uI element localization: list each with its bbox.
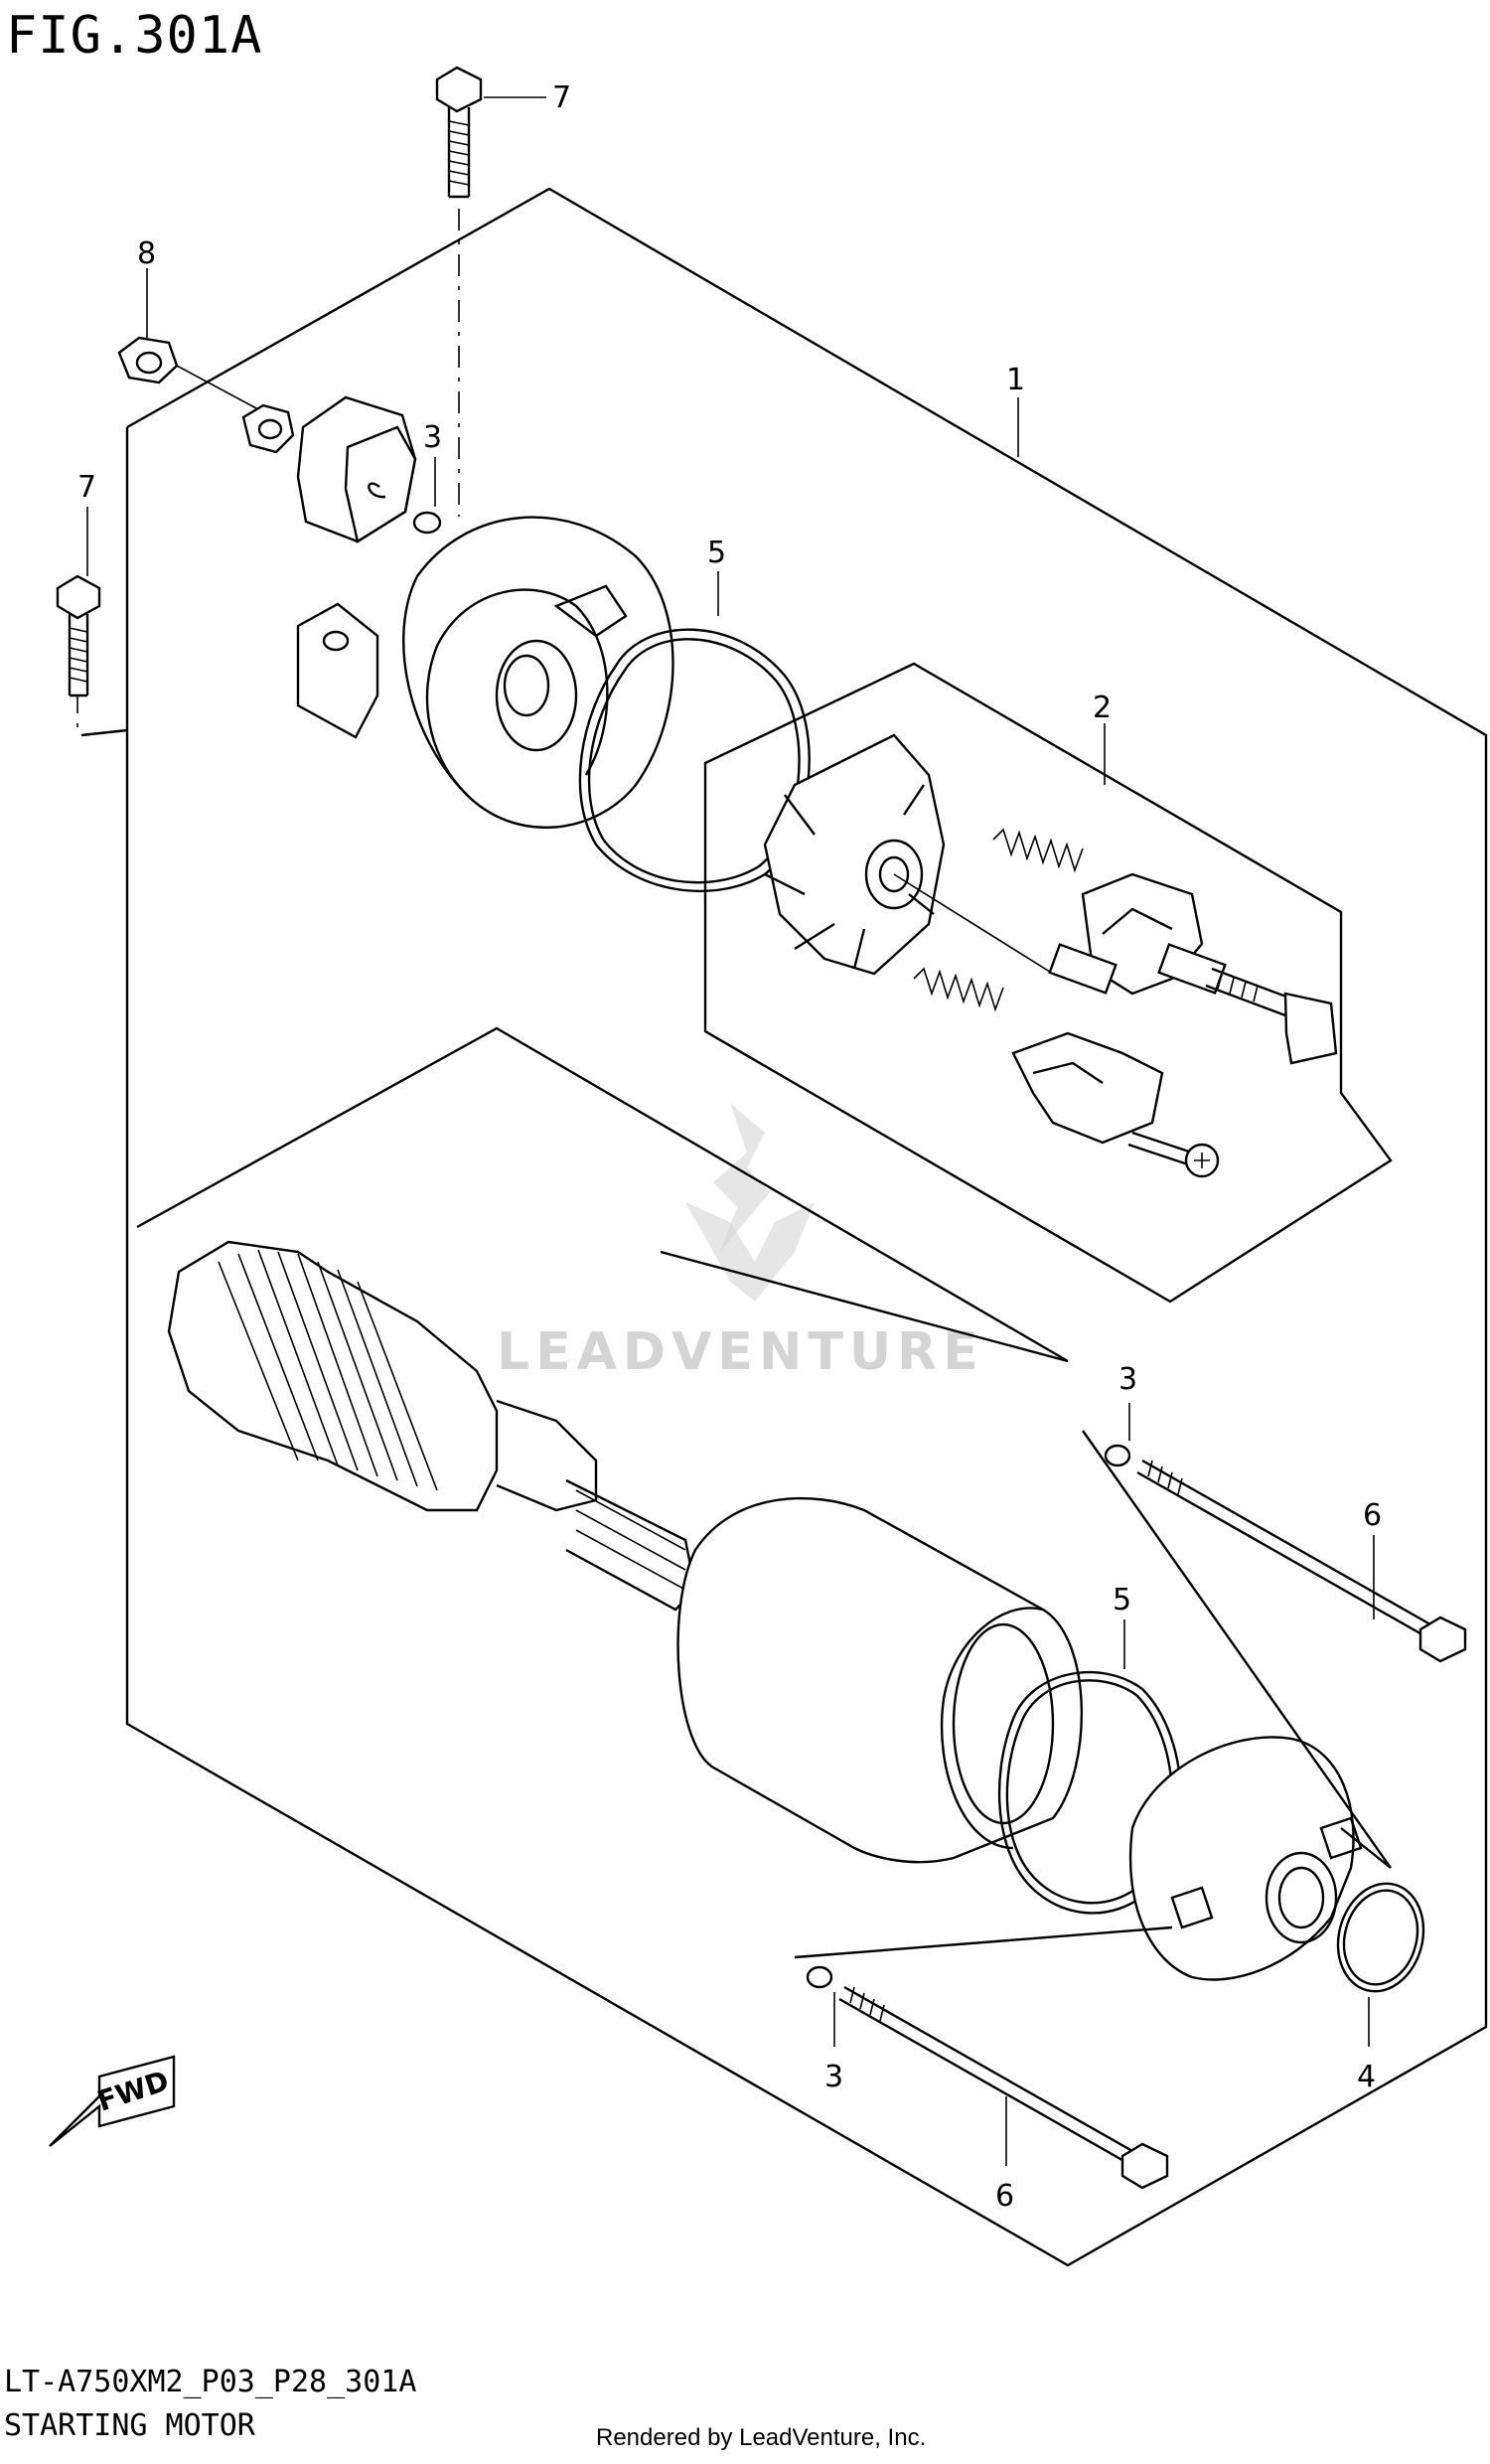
model-code: LT-A750XM2_P03_P28_301A [4,2365,417,2399]
callout-5-top: 5 [707,536,726,570]
callout-3-bottom: 3 [824,2060,843,2094]
rear-end-cover [1128,1736,1363,1981]
callout-8: 8 [137,236,156,271]
brush-holder-clip [1048,872,1227,996]
assembly-boundary-main [125,187,1488,2267]
watermark-text: LEADVENTURE [497,1322,984,1382]
callout-4: 4 [1357,2060,1376,2094]
through-bolt-6-lower [794,1925,1173,2190]
armature [167,1240,697,1612]
yoke [676,1496,1083,1864]
brush-spring-top [992,828,1084,873]
o-ring-3-top [412,511,442,535]
brush-holder-plate [763,733,1054,976]
through-bolt-6-upper [1082,1430,1467,1869]
callout-6-right: 6 [1363,1498,1382,1533]
fwd-arrow: FWD [49,2055,176,2147]
small-screw [1127,1131,1220,1178]
callout-1: 1 [1006,363,1025,397]
brush-pair-bottom [1011,1031,1164,1145]
o-ring-4 [1336,1882,1425,1993]
callout-3-right: 3 [1118,1362,1137,1397]
brush-spring-bottom [913,967,1004,1012]
callout-6-bottom: 6 [995,2179,1014,2214]
terminal-cover [296,395,417,543]
diagram-caption: STARTING MOTOR [4,2408,255,2443]
brush-holder-boundary [703,662,1393,1304]
terminal-washer [241,403,295,454]
leadventure-watermark: LEADVENTURE [497,1103,984,1382]
callout-7-left: 7 [77,470,96,505]
callout-7-top: 7 [552,80,571,115]
terminal-bolt [1205,967,1338,1065]
figure-title: FIG.301A [6,6,263,66]
bolt-7-top [435,66,483,517]
callout-5-bottom: 5 [1113,1583,1131,1617]
front-housing [296,516,674,830]
nut-8 [117,336,259,410]
bolt-7-left [56,574,101,697]
callout-2: 2 [1093,691,1112,725]
callout-3-top: 3 [423,420,442,455]
bolt-7-guide-left [80,728,128,737]
armature-boundary [136,1026,1069,1363]
render-credit: Rendered by LeadVenture, Inc. [596,2424,927,2451]
